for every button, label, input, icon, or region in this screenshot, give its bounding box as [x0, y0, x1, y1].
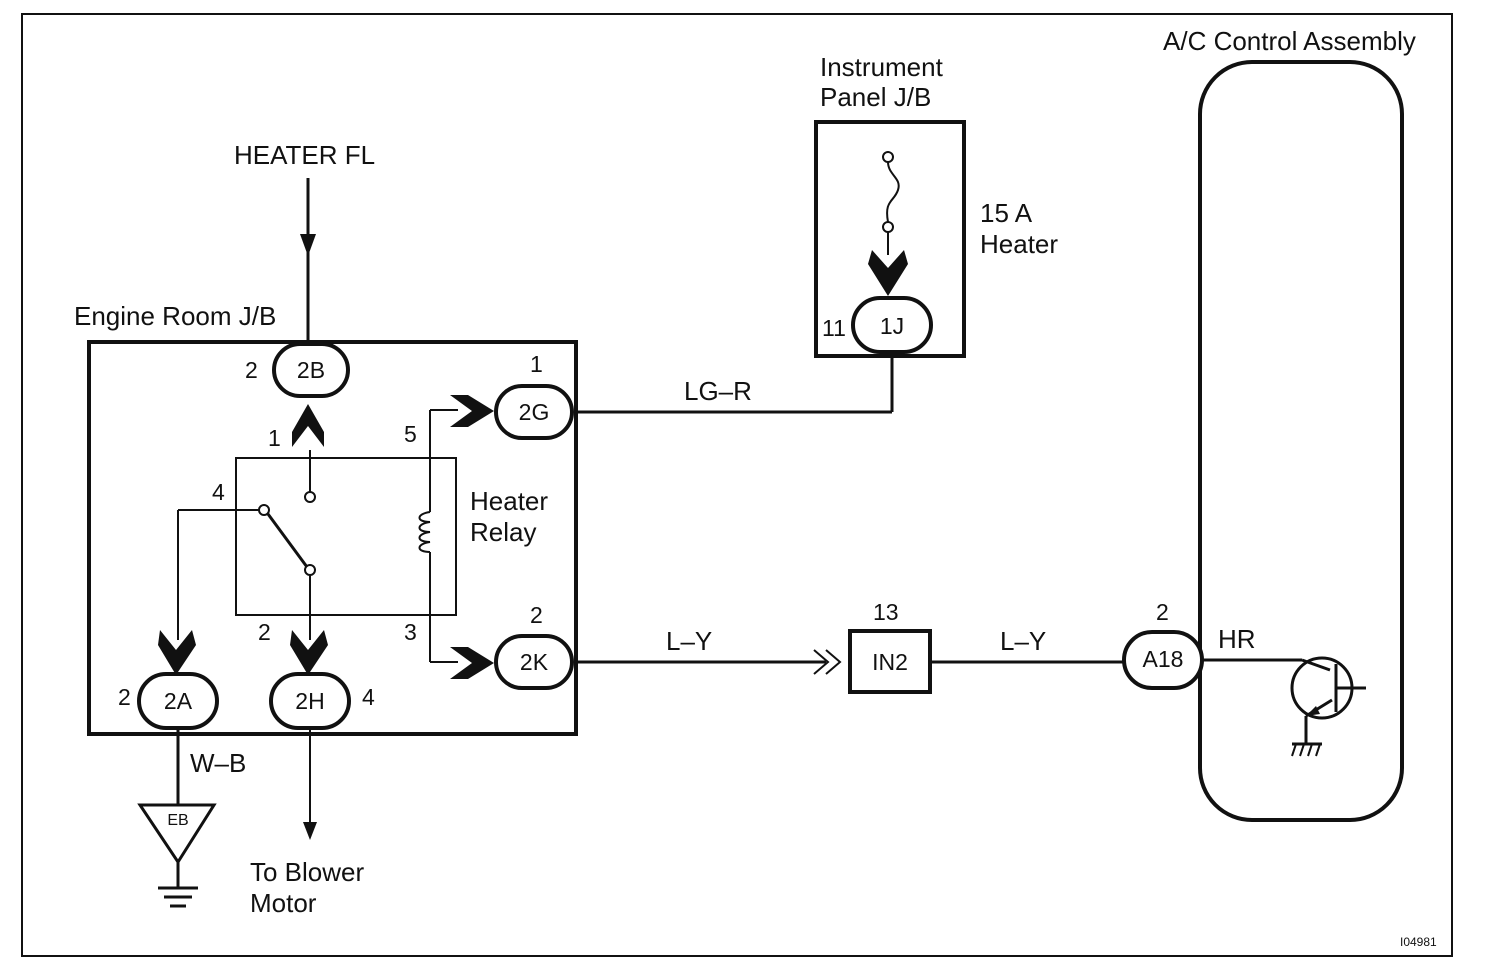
wire-l-y-label-1: L–Y: [666, 626, 712, 656]
relay-terminal-2-icon: [304, 564, 316, 576]
relay-pin-1: 1: [268, 425, 281, 451]
fuse-label-2: Heater: [980, 229, 1058, 259]
connector-2g-label: 2G: [519, 399, 550, 425]
connector-2a-label: 2A: [164, 688, 193, 714]
connector-2b-pin: 2: [245, 357, 258, 383]
connector-2h-pin: 4: [362, 684, 375, 710]
connector-2g-pin: 1: [530, 351, 543, 377]
connector-1j-label: 1J: [880, 313, 904, 339]
to-blower-label-1: To Blower: [250, 857, 364, 887]
figure-id: I04981: [1400, 935, 1437, 949]
relay-terminal-1-icon: [304, 491, 316, 503]
connector-a18-label: A18: [1143, 646, 1184, 672]
fuse-label-1: 15 A: [980, 198, 1033, 228]
connector-in2-label: IN2: [872, 649, 908, 675]
connector-2a: [137, 672, 219, 730]
instrument-panel-jb-label-1: Instrument: [820, 52, 944, 82]
instrument-panel-jb-label-2: Panel J/B: [820, 82, 931, 112]
connector-1j-pin: 11: [822, 315, 846, 341]
instrument-panel-jb-box: [814, 120, 966, 358]
connector-2a-pin: 2: [118, 684, 131, 710]
connector-2k-chevron-icon: [450, 647, 494, 679]
ground-eb-icon: [137, 803, 217, 865]
to-blower-label-2: Motor: [250, 888, 317, 918]
wire-hr-label: HR: [1218, 624, 1256, 654]
heater-relay-box: [235, 457, 457, 616]
heater-fl-label: HEATER FL: [234, 140, 375, 170]
heater-fl-arrow-icon: [300, 234, 316, 256]
connector-2k: [494, 634, 574, 690]
diagram-frame: [21, 13, 1453, 957]
connector-2h-chevron-icon: [290, 630, 328, 675]
connector-2h-label: 2H: [295, 688, 324, 714]
relay-terminal-4-icon: [258, 504, 270, 516]
ac-control-assembly-label: A/C Control Assembly: [1163, 26, 1416, 56]
relay-switch-blade-icon: [266, 513, 309, 568]
relay-pin-3: 3: [404, 619, 417, 645]
wire-lg-r-label: LG–R: [684, 376, 752, 406]
connector-2k-label: 2K: [520, 649, 549, 675]
relay-pin-4: 4: [212, 479, 225, 505]
connector-2k-pin: 2: [530, 602, 543, 628]
relay-pin-2: 2: [258, 619, 271, 645]
connector-1j-chevron-icon: [868, 250, 908, 296]
connector-a18-pin: 2: [1156, 599, 1169, 625]
fuse-15a-icon: [886, 161, 900, 223]
wire-l-y-label-2: L–Y: [1000, 626, 1046, 656]
engine-room-jb-label: Engine Room J/B: [74, 301, 276, 331]
heater-relay-label-2: Relay: [470, 517, 536, 547]
heater-relay-label-1: Heater: [470, 486, 548, 516]
engine-room-jb-box: [87, 340, 578, 736]
fuse-bottom-terminal-icon: [882, 221, 894, 233]
connector-in2-plug-icon: [813, 649, 842, 675]
to-blower-arrow-icon: [303, 822, 317, 840]
fuse-top-terminal-icon: [882, 151, 894, 163]
connector-2b: [272, 342, 350, 398]
connector-2g-chevron-icon: [450, 395, 494, 427]
connector-2b-chevron-icon: [292, 404, 324, 447]
wire-w-b-label: W–B: [190, 748, 246, 778]
connector-2g: [494, 384, 574, 440]
connector-2h: [269, 672, 351, 730]
connector-2a-chevron-icon: [158, 630, 196, 675]
relay-coil-icon: [418, 511, 431, 553]
ground-eb-label: EB: [167, 812, 188, 829]
ac-control-assembly-box: [1198, 60, 1404, 822]
relay-pin-5: 5: [404, 421, 417, 447]
connector-2b-label: 2B: [297, 357, 325, 383]
connector-in2-pin: 13: [873, 599, 899, 625]
